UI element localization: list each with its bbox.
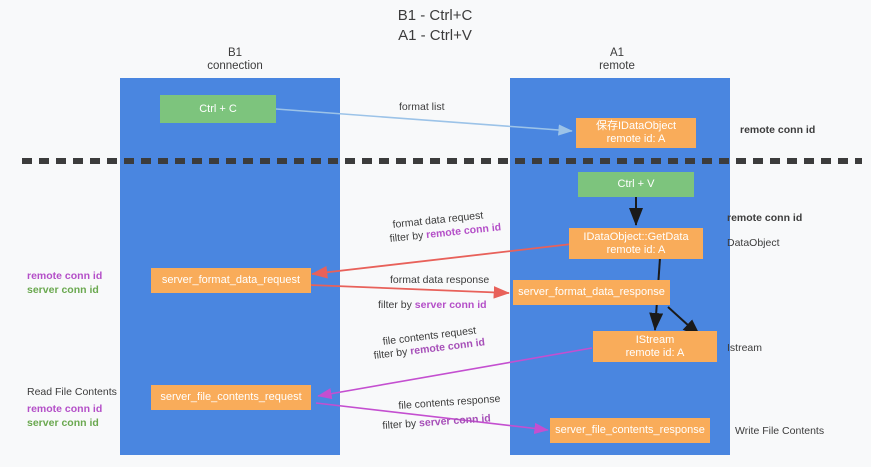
filter-prefix: filter by — [378, 299, 415, 311]
box-server-file-contents-response[interactable]: server_file_contents_response — [550, 418, 710, 443]
filter-key-server-conn-id: server conn id — [418, 412, 492, 430]
box-istream-line2: remote id: A — [625, 346, 685, 359]
box-server-format-data-response[interactable]: server_format_data_response — [513, 280, 670, 305]
annotation-left-conn-ids-1: remote conn id server conn id — [27, 269, 102, 297]
filter-prefix: filter by — [389, 229, 427, 245]
box-ctrl-v-label: Ctrl + V — [617, 178, 655, 190]
lane-header-b1-name: B1 — [227, 47, 243, 59]
lane-header-b1-sub: connection — [207, 60, 263, 72]
annotation-right-dataobject: DataObject — [727, 237, 780, 249]
box-save-idataobject-line1: 保存IDataObject — [595, 120, 677, 132]
annotation-right-write-file-contents: Write File Contents — [735, 425, 825, 437]
edge-label-file-contents-response-filter: filter by server conn id — [382, 412, 491, 432]
edge-label-format-list-text: format list — [399, 101, 445, 113]
filter-prefix: filter by — [382, 417, 420, 432]
annotation-right-istream: Istream — [727, 342, 763, 354]
annotation-left-conn-ids-2: remote conn id server conn id — [27, 402, 102, 430]
lane-header-a1: A1 remote — [512, 47, 722, 73]
box-server-format-data-request[interactable]: server_format_data_request — [151, 268, 311, 293]
annotation-left-read-file-contents: Read File Contents — [27, 386, 117, 398]
filter-key-server-conn-id: server conn id — [414, 299, 487, 311]
annotation-left-server-conn-id-2: server conn id — [27, 417, 99, 429]
box-getdata-line2: remote id: A — [606, 243, 666, 256]
filter-prefix: filter by — [373, 345, 411, 362]
box-getdata-line1: IDataObject::GetData — [583, 230, 689, 243]
edge-label-format-data-response-text: format data response — [390, 274, 490, 286]
box-istream[interactable]: IStream remote id: A — [593, 331, 717, 362]
title-line-1: B1 - Ctrl+C — [397, 7, 473, 24]
title-line-2: A1 - Ctrl+V — [398, 27, 472, 44]
box-server-file-contents-response-label: server_file_contents_response — [555, 424, 705, 436]
box-ctrl-c[interactable]: Ctrl + C — [160, 95, 276, 123]
edge-label-format-data-response-filter: filter by server conn id — [378, 299, 487, 311]
box-server-format-data-request-label: server_format_data_request — [161, 274, 301, 286]
page-title: B1 - Ctrl+C A1 - Ctrl+V — [335, 6, 535, 46]
edge-label-format-data-response: format data response — [390, 274, 489, 286]
lane-header-a1-name: A1 — [609, 47, 625, 59]
annotation-left-server-conn-id: server conn id — [27, 284, 99, 296]
box-server-file-contents-request-label: server_file_contents_request — [160, 391, 302, 403]
box-save-idataobject-line2: remote id: A — [606, 133, 666, 145]
lane-header-a1-sub: remote — [599, 60, 635, 72]
edge-label-file-contents-response-text: file contents response — [398, 392, 501, 412]
annotation-right-remote-conn-id-1: remote conn id — [740, 124, 816, 136]
box-server-file-contents-request[interactable]: server_file_contents_request — [151, 385, 311, 410]
box-save-idataobject[interactable]: 保存IDataObject remote id: A — [576, 118, 696, 148]
annotation-left-remote-conn-id-2: remote conn id — [27, 403, 103, 415]
box-ctrl-v[interactable]: Ctrl + V — [578, 172, 694, 197]
box-idataobject-getdata[interactable]: IDataObject::GetData remote id: A — [569, 228, 703, 259]
box-istream-line1: IStream — [635, 333, 675, 346]
edge-label-format-list: format list — [399, 101, 445, 113]
lane-header-b1: B1 connection — [130, 47, 340, 73]
box-ctrl-c-label: Ctrl + C — [199, 102, 237, 115]
box-server-format-data-response-label: server_format_data_response — [518, 286, 665, 298]
annotation-right-remote-conn-id-2: remote conn id — [727, 212, 803, 224]
annotation-left-remote-conn-id: remote conn id — [27, 270, 103, 282]
edge-label-file-contents-response: file contents response — [398, 393, 501, 412]
